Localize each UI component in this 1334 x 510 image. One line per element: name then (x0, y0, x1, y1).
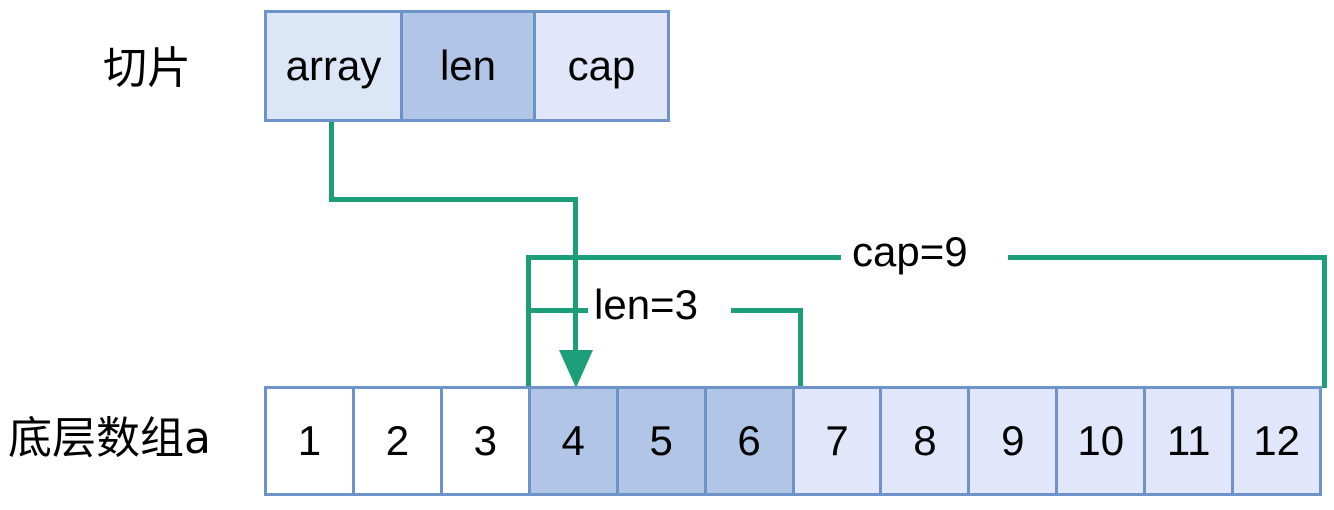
slice-field-len-label: len (439, 42, 497, 89)
underlying-array-caption: 底层数组a (8, 413, 211, 464)
slice-field-array: array (267, 13, 400, 119)
slice-struct-box: array len cap (264, 10, 670, 122)
array-cell: 10 (1055, 389, 1144, 493)
pointer-segment-vertical-top (329, 122, 334, 202)
array-cell: 7 (791, 389, 880, 493)
array-cell: 11 (1143, 389, 1232, 493)
pointer-arrowhead-icon (559, 350, 593, 388)
array-cell: 12 (1231, 389, 1320, 493)
array-cell-value: 4 (561, 417, 585, 464)
cap-bracket-right-tick (1322, 255, 1327, 388)
pointer-segment-horizontal (329, 197, 578, 202)
slice-field-array-label: array (285, 42, 382, 89)
array-cell-value: 6 (737, 417, 761, 464)
array-cell-value: 8 (913, 417, 937, 464)
array-cell-value: 7 (825, 417, 849, 464)
array-cell: 9 (967, 389, 1056, 493)
len-bracket-left-tick (526, 308, 531, 388)
array-cell: 1 (267, 389, 352, 493)
slice-field-cap: cap (533, 13, 667, 119)
array-cell: 8 (879, 389, 968, 493)
array-cell: 3 (439, 389, 528, 493)
array-cell: 6 (703, 389, 792, 493)
slice-caption: 切片 (103, 43, 191, 94)
slice-field-len: len (400, 13, 533, 119)
array-cell-value: 2 (385, 417, 410, 464)
array-cell: 5 (615, 389, 704, 493)
cap-bracket-line-left (526, 255, 841, 260)
len-annotation-label: len=3 (594, 281, 698, 328)
array-cell-value: 12 (1253, 417, 1300, 464)
array-cell-value: 1 (297, 417, 322, 464)
array-cell-value: 3 (473, 417, 497, 464)
cap-bracket-line-right (1008, 255, 1327, 260)
slice-field-cap-label: cap (567, 42, 636, 89)
len-bracket-line-right (731, 308, 803, 313)
array-cell-value: 10 (1077, 417, 1125, 464)
array-cell-value: 11 (1166, 417, 1211, 464)
len-bracket-line-left (526, 308, 588, 313)
pointer-segment-vertical-bottom (573, 197, 578, 353)
array-cell-value: 5 (649, 417, 673, 464)
cap-annotation-label: cap=9 (852, 228, 968, 275)
array-cell: 4 (527, 389, 616, 493)
len-bracket-right-tick (798, 308, 803, 388)
array-cell-value: 9 (1001, 417, 1025, 464)
array-cell: 2 (351, 389, 440, 493)
